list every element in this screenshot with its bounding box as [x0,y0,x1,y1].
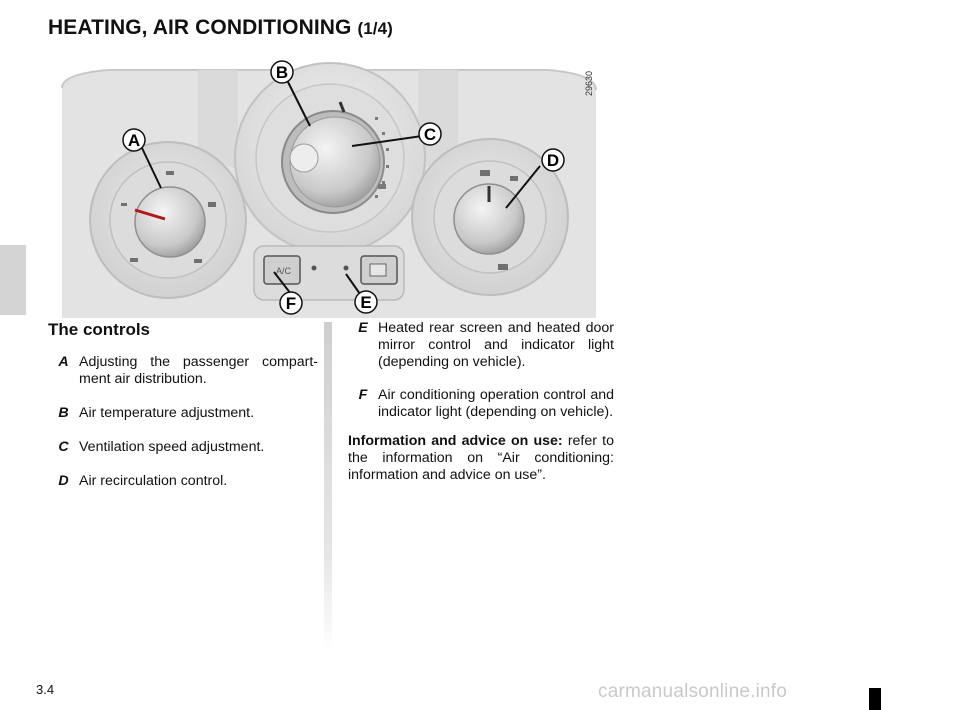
svg-text:D: D [547,151,559,170]
item-letter: B [58,405,69,421]
item-letter: A [58,354,69,370]
callout-c: C [418,122,442,146]
svg-text:C: C [424,125,436,144]
knob-bc-group [234,62,426,254]
controls-heading: The controls [48,320,151,339]
callout-f: F [279,291,303,315]
item-text: Air recirculation control. [79,473,228,489]
panel-notch-left [198,70,238,170]
item-text: Air conditioning operation control and i… [378,387,614,420]
callout-b: B [270,60,294,84]
column-divider [324,322,332,652]
svg-text:E: E [360,293,371,312]
svg-text:B: B [276,63,288,82]
callout-d: D [541,148,565,172]
item-text: Heated rear screen and heated door mirro… [378,320,614,370]
callout-a: A [122,128,146,152]
page-title-part: (1/4) [357,19,393,38]
controls-section: The controls A Adjusting the passenger c… [48,320,318,507]
button-strip: A/C [253,245,405,301]
control-item-d: D Air recirculation control. [48,473,318,490]
callout-markers: B C A D F E [122,60,565,315]
info-label: Information and advice on use: [348,433,563,449]
info-text: refer to the information on “Air conditi… [348,433,614,483]
control-item-c: C Ventilation speed adjustment. [48,439,318,456]
svg-text:A: A [128,131,140,150]
ac-button-label: A/C [276,266,292,276]
callout-e: E [354,290,378,314]
knob-a-group [89,141,247,299]
item-letter: E [358,320,368,336]
control-panel-figure: A/C 29630 B C A D F E [48,50,612,318]
page-number: 3.4 [36,682,55,697]
control-item-f: F Air conditioning operation control and… [348,387,614,421]
info-advice-paragraph: Information and advice on use: refer to … [348,433,614,484]
figure-reference-code: 29630 [584,71,594,96]
item-text: Ventilation speed adjustment. [79,439,265,455]
page-title-text: HEATING, AIR CONDITIONING [48,16,352,39]
item-letter: F [358,387,368,403]
svg-text:F: F [286,294,296,313]
control-panel-illustration: A/C 29630 B C A D F E [61,60,597,318]
page-title: HEATING, AIR CONDITIONING (1/4) [48,16,393,40]
control-item-b: B Air temperature adjustment. [48,405,318,422]
page-corner-mark [869,688,881,710]
item-letter: D [58,473,69,489]
site-watermark: carmanualsonline.info [598,681,788,702]
item-text: Adjusting the passenger compart-ment air… [79,354,318,387]
item-text: Air temperature adjustment. [79,405,255,421]
control-item-e: E Heated rear screen and heated door mir… [348,320,614,371]
section-tab [0,245,26,315]
item-letter: C [58,439,69,455]
controls-continued: E Heated rear screen and heated door mir… [348,320,614,498]
control-item-a: A Adjusting the passenger compart-ment a… [48,354,318,388]
